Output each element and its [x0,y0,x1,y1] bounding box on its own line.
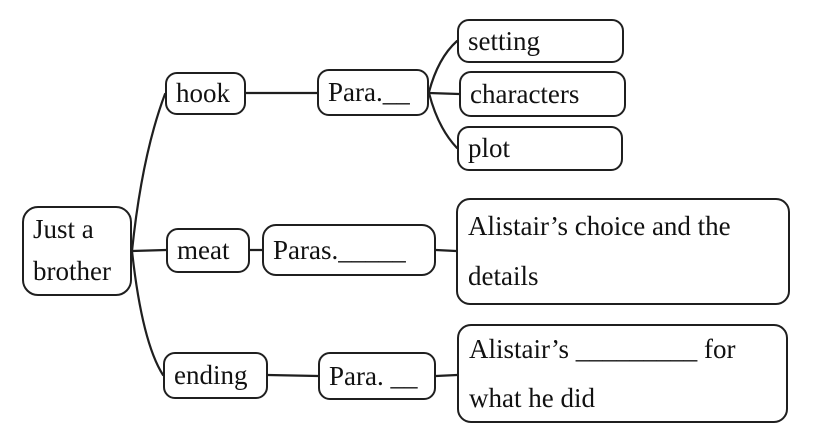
node-hook-paragraph-blank: Para.__ [317,69,429,116]
node-setting-label: setting [468,25,540,56]
node-ending-label: ending [174,360,248,391]
node-meat: meat [166,228,250,273]
connector-root-ending [130,249,165,377]
connector-ending-para [266,373,320,378]
node-characters-label: characters [470,78,580,109]
node-setting: setting [457,19,624,63]
connector-root-hook [130,92,167,253]
connector-para-setting [427,39,459,94]
node-hook-label: hook [176,78,230,109]
connector-para-plot [427,91,459,150]
node-meat-detail-label: Alistair’s choice and the details [468,211,731,291]
node-meat-paragraphs-blank: Paras._____ [262,224,436,276]
node-hook: hook [165,72,246,115]
node-root-title: Just a brother [22,206,132,296]
node-meat-detail: Alistair’s choice and the details [456,198,790,305]
connector-root-meat [130,248,168,253]
node-ending-paragraph-label: Para. __ [329,360,418,391]
connector-para-characters [427,91,461,96]
node-plot-label: plot [468,133,511,164]
node-ending-paragraph-blank: Para. __ [318,352,436,400]
node-plot: plot [457,126,623,171]
node-ending-detail: Alistair’s _________ for what he did [457,324,788,423]
connector-para-ending-detail [434,373,459,378]
node-ending: ending [163,352,268,399]
node-meat-label: meat [177,235,230,266]
connector-paras-meat-detail [434,248,458,253]
node-meat-paragraphs-label: Paras._____ [273,234,406,265]
node-ending-detail-label: Alistair’s _________ for what he did [469,334,736,413]
node-root-label: Just a brother [33,214,111,286]
node-characters: characters [459,71,626,117]
node-hook-paragraph-label: Para.__ [328,77,410,108]
